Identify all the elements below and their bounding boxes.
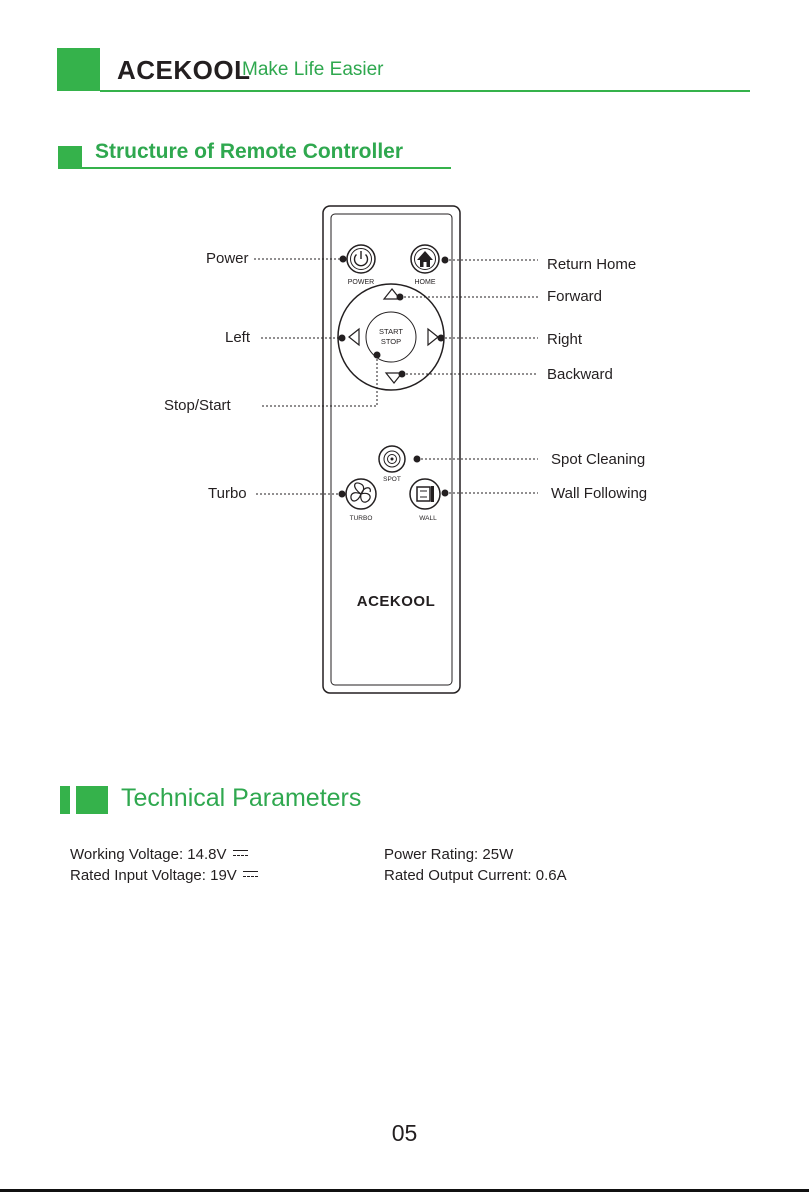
dc-symbol-icon: [232, 850, 248, 857]
remote-outline: [322, 205, 461, 694]
backward-arrow-icon: [384, 372, 404, 384]
dc-symbol-icon: [242, 871, 258, 878]
callout-turbo: Turbo: [208, 485, 247, 502]
forward-arrow-icon: [382, 288, 402, 300]
brand-tagline: Make Life Easier: [242, 59, 384, 80]
param-power-rating: Power Rating: 25W: [384, 846, 514, 863]
spot-button: [378, 445, 406, 473]
stop-label: STOP: [381, 337, 401, 346]
spot-icon: [387, 454, 397, 464]
turbo-button: [345, 478, 377, 510]
callout-forward: Forward: [547, 288, 603, 305]
section-title-remote: Structure of Remote Controller: [95, 140, 404, 163]
callout-backward: Backward: [547, 366, 613, 383]
section-title-technical: Technical Parameters: [121, 784, 362, 812]
section-marker-bar: [60, 786, 70, 814]
brand-logo: ACEKOOL: [117, 55, 251, 85]
spot-button-label: SPOT: [383, 476, 401, 483]
callout-right: Right: [547, 331, 583, 348]
section-marker: [76, 786, 108, 814]
power-button-label: POWER: [348, 279, 374, 286]
callout-spot-cleaning: Spot Cleaning: [551, 451, 646, 468]
power-icon: [353, 253, 369, 267]
param-working-voltage: Working Voltage: 14.8V: [70, 846, 248, 863]
right-arrow-icon: [427, 327, 439, 347]
section-underline: [58, 167, 451, 169]
page-number: 05: [391, 1120, 418, 1146]
left-arrow-icon: [348, 327, 360, 347]
remote-inner-outline: [330, 213, 453, 686]
callout-left: Left: [225, 329, 251, 346]
home-button: [410, 244, 440, 274]
section-marker: [58, 146, 82, 167]
callout-wall-following: Wall Following: [551, 485, 648, 502]
home-icon: [417, 251, 433, 260]
start-stop-button: [365, 311, 417, 363]
callout-lines: [254, 258, 538, 495]
callout-dots: [338, 255, 449, 498]
param-rated-output-current: Rated Output Current: 0.6A: [384, 867, 567, 884]
param-rated-input-voltage: Rated Input Voltage: 19V: [70, 867, 258, 884]
fan-icon: [350, 482, 371, 503]
callout-power: Power: [206, 250, 249, 267]
power-button: [346, 244, 376, 274]
callout-stop-start: Stop/Start: [164, 397, 231, 414]
turbo-button-label: TURBO: [350, 515, 373, 522]
home-button-label: HOME: [415, 279, 436, 286]
start-label: START: [379, 327, 403, 336]
wall-button: [409, 478, 441, 510]
remote-brand-logo: ACEKOOL: [357, 593, 436, 610]
wall-icon: [416, 486, 431, 502]
header-green-block: [57, 48, 100, 91]
header-rule: [100, 90, 750, 92]
callout-return-home: Return Home: [547, 256, 637, 273]
page-bottom-border: [0, 1189, 809, 1192]
wall-button-label: WALL: [419, 515, 437, 522]
